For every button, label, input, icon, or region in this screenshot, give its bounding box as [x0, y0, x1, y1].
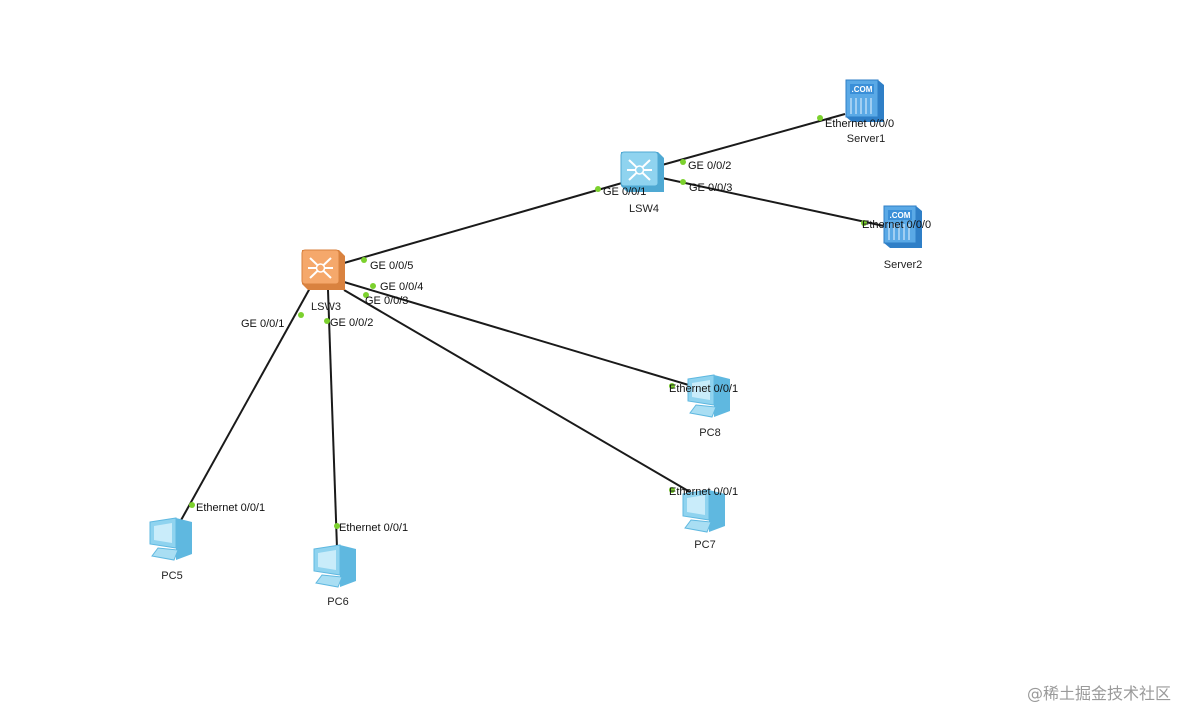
port-label-pc6: Ethernet 0/0/1	[339, 522, 408, 534]
switch-icon	[301, 249, 345, 290]
device-label-pc5: PC5	[161, 570, 182, 582]
server-badge: .COM	[852, 85, 873, 94]
device-label-lsw3: LSW3	[311, 301, 341, 313]
port-label-lsw3: GE 0/0/4	[380, 281, 423, 293]
port-label-lsw3: GE 0/0/5	[370, 260, 413, 272]
device-pc7[interactable]	[682, 489, 725, 533]
server-badge: .COM	[890, 211, 911, 220]
device-label-server2: Server2	[884, 259, 923, 271]
device-label-server1: Server1	[847, 133, 886, 145]
port-dot	[324, 318, 330, 324]
link-lsw3-pc6	[327, 289, 338, 549]
link-lsw4-server1	[661, 113, 846, 166]
watermark: @稀土掘金技术社区	[1026, 684, 1171, 703]
port-dot	[595, 186, 601, 192]
device-pc5[interactable]	[149, 517, 192, 561]
port-label-pc8: Ethernet 0/0/1	[669, 383, 738, 395]
port-dot	[861, 220, 867, 226]
port-label-lsw3: GE 0/0/1	[241, 318, 284, 330]
link-lsw3-pc7	[343, 289, 691, 493]
port-label-lsw4: GE 0/0/2	[688, 160, 731, 172]
port-label-pc7: Ethernet 0/0/1	[669, 486, 738, 498]
pc-icon	[687, 374, 730, 418]
server-icon: .COM	[883, 205, 922, 248]
devices-layer: .COM .COM	[149, 79, 922, 588]
device-label-pc8: PC8	[699, 427, 720, 439]
port-label-pc5: Ethernet 0/0/1	[196, 502, 265, 514]
device-lsw4[interactable]	[620, 151, 664, 192]
pc-icon	[313, 544, 356, 588]
link-lsw3-pc5	[179, 287, 311, 523]
pc-icon	[149, 517, 192, 561]
port-dot	[189, 502, 195, 508]
port-dot	[680, 179, 686, 185]
link-lsw3-lsw4	[343, 182, 623, 264]
port-dot	[669, 487, 675, 493]
port-dot	[669, 383, 675, 389]
port-dot	[298, 312, 304, 318]
port-label-lsw3: GE 0/0/3	[365, 295, 408, 307]
device-lsw3[interactable]	[301, 249, 345, 290]
device-pc6[interactable]	[313, 544, 356, 588]
device-server1[interactable]: .COM	[845, 79, 884, 122]
port-label-server1: Ethernet 0/0/0	[825, 118, 894, 130]
links-layer	[179, 113, 885, 549]
port-label-server2: Ethernet 0/0/0	[862, 219, 931, 231]
link-lsw4-server2	[661, 177, 885, 227]
device-label-pc6: PC6	[327, 596, 348, 608]
port-label-lsw4: GE 0/0/1	[603, 186, 646, 198]
port-dot	[817, 115, 823, 121]
port-dot	[370, 283, 376, 289]
device-pc8[interactable]	[687, 374, 730, 418]
port-label-lsw3: GE 0/0/2	[330, 317, 373, 329]
link-lsw3-pc8	[343, 281, 693, 387]
server-icon: .COM	[845, 79, 884, 122]
port-dot	[334, 523, 340, 529]
port-dot	[363, 292, 369, 298]
device-server2[interactable]: .COM	[883, 205, 922, 248]
port-dot	[361, 257, 367, 263]
pc-icon	[682, 489, 725, 533]
device-label-pc7: PC7	[694, 539, 715, 551]
port-label-lsw4: GE 0/0/3	[689, 182, 732, 194]
switch-icon	[620, 151, 664, 192]
port-dot	[680, 159, 686, 165]
device-label-lsw4: LSW4	[629, 203, 659, 215]
